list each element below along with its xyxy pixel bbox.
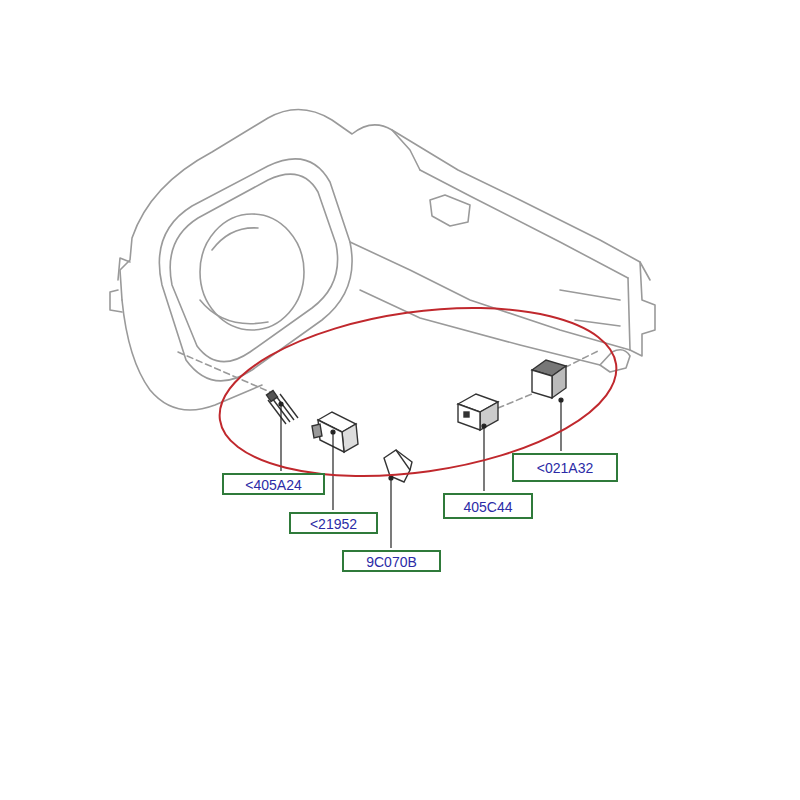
- filler-neck-detail: [212, 228, 258, 250]
- housing-arm: [350, 242, 630, 350]
- part-label-box: 405C44: [443, 493, 533, 519]
- highlight-ellipse: [209, 285, 627, 499]
- filler-neck-opening: [200, 214, 304, 330]
- leader-dot: [482, 424, 486, 428]
- housing-frame: [159, 159, 352, 381]
- assembly-line: [178, 352, 270, 392]
- leader-line: [560, 400, 561, 451]
- housing-arm: [628, 278, 630, 350]
- housing-arm: [360, 290, 600, 365]
- spring-part: [266, 390, 298, 424]
- leader-line: [280, 404, 281, 471]
- leader-dot: [331, 430, 335, 434]
- connector-part: [458, 394, 498, 430]
- housing-outline: [122, 300, 262, 410]
- housing-frame: [170, 174, 337, 361]
- part-number: 9C070B: [366, 554, 417, 570]
- housing-outline: [120, 109, 420, 300]
- part-number: <21952: [310, 516, 357, 532]
- housing-tab: [110, 290, 122, 312]
- assembly-line: [498, 350, 600, 408]
- leader-dot: [389, 476, 393, 480]
- leader-line: [483, 426, 484, 491]
- part-number: <021A32: [537, 460, 593, 476]
- part-number: 405C44: [463, 499, 512, 515]
- part-number: <405A24: [245, 477, 301, 493]
- leader-dot: [279, 402, 283, 406]
- leader-line: [332, 432, 333, 510]
- clip-part: [384, 450, 412, 482]
- actuator-part: [312, 412, 358, 452]
- housing-tab: [630, 262, 655, 356]
- part-label-box: <405A24: [222, 473, 325, 495]
- housing-tab: [118, 258, 130, 280]
- part-label-box: <21952: [289, 512, 378, 534]
- cap-part: [532, 360, 566, 398]
- part-label-box: <021A32: [512, 453, 618, 482]
- housing-arm: [392, 130, 650, 280]
- part-label-box: 9C070B: [342, 550, 441, 572]
- housing-rib: [560, 290, 620, 326]
- leader-line: [390, 478, 391, 548]
- housing-slot: [430, 195, 470, 226]
- filler-neck-detail: [200, 300, 268, 324]
- leader-dot: [559, 398, 563, 402]
- housing-arm: [420, 170, 628, 278]
